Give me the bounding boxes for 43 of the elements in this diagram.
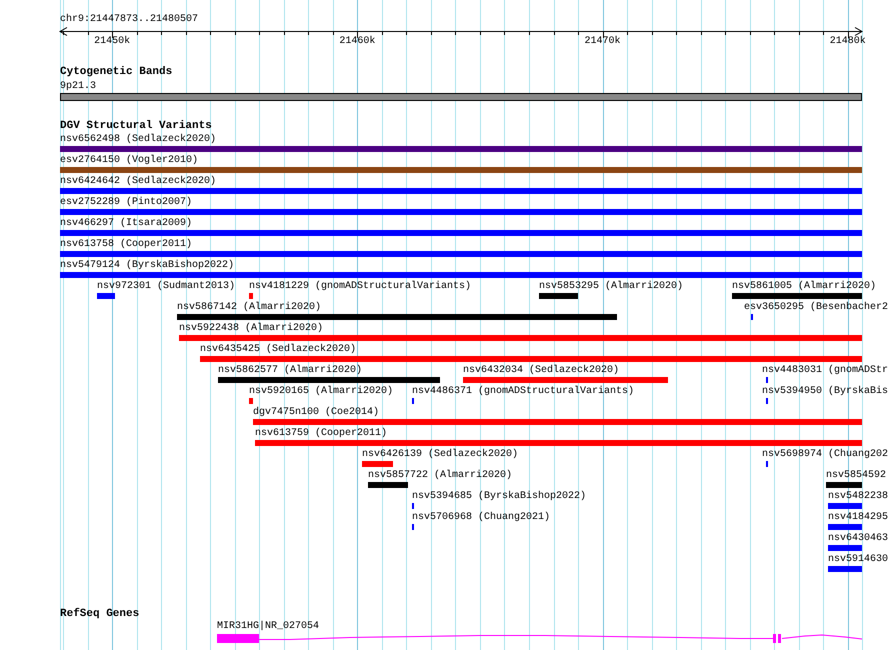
variant-label: esv2764150 (Vogler2010) [60, 155, 198, 166]
variant-label: nsv5920165 (Almarri2020) [249, 386, 394, 397]
variant-label: nsv5867142 (Almarri2020) [177, 302, 322, 313]
variant-label: nsv5479124 (ByrskaBishop2022) [60, 260, 234, 271]
variant-label: nsv972301 (Sudmant2013) [97, 281, 236, 292]
variant-label: nsv5482238 [828, 491, 888, 502]
variant-label: nsv5861005 (Almarri2020) [732, 281, 876, 292]
position-label: chr9:21447873..21480507 [60, 14, 198, 25]
variant-label: nsv6424642 (Sedlazeck2020) [60, 176, 216, 187]
tick-label: 21460k [339, 36, 376, 47]
variant-label: nsv613759 (Cooper2011) [255, 428, 388, 439]
variant-label: nsv5853295 (Almarri2020) [539, 281, 684, 292]
variant-label: nsv5394685 (ByrskaBishop2022) [412, 491, 586, 502]
variant-label: nsv6430463 [828, 533, 888, 544]
track-heading: RefSeq Genes [60, 609, 140, 620]
tick-label: 21470k [584, 36, 621, 47]
variant-label: nsv613758 (Cooper2011) [60, 239, 192, 250]
variant-label: nsv5698974 (Chuang202 [762, 449, 888, 460]
variant-label: nsv4184295 [828, 512, 888, 523]
variant-label: nsv6432034 (Sedlazeck2020) [463, 365, 620, 376]
variant-label: nsv466297 (Itsara2009) [60, 218, 192, 229]
variant-label: nsv5854592 [826, 470, 886, 481]
variant-label: nsv5857722 (Almarri2020) [368, 470, 512, 481]
tick-label: 21480k [830, 36, 866, 47]
band-label: 9p21.3 [60, 81, 96, 92]
variant-label: esv3650295 (Besenbacher2 [744, 302, 888, 313]
variant-label: dgv7475n100 (Coe2014) [253, 407, 380, 418]
variant-label: nsv4486371 (gnomADStructuralVariants) [412, 386, 634, 397]
variant-label: nsv4483031 (gnomADStr [762, 365, 888, 376]
variant-label: nsv6435425 (Sedlazeck2020) [200, 344, 356, 355]
gene-label: MIR31HG|NR_027054 [217, 621, 320, 632]
variant-label: nsv5394950 (ByrskaBis [762, 386, 888, 397]
variant-label: nsv5922438 (Almarri2020) [179, 323, 324, 334]
track-heading: DGV Structural Variants [60, 121, 212, 132]
variant-label: nsv5706968 (Chuang2021) [412, 512, 550, 523]
variant-label: nsv5862577 (Almarri2020) [218, 365, 362, 376]
track-heading: Cytogenetic Bands [60, 67, 172, 78]
variant-label: nsv5914630 [828, 554, 888, 565]
variant-label: nsv6426139 (Sedlazeck2020) [362, 449, 518, 460]
variant-label: nsv6562498 (Sedlazeck2020) [60, 134, 216, 145]
variant-label: esv2752289 (Pinto2007) [60, 197, 192, 208]
variant-label: nsv4181229 (gnomADStructuralVariants) [249, 281, 472, 292]
tick-label: 21450k [94, 36, 130, 47]
